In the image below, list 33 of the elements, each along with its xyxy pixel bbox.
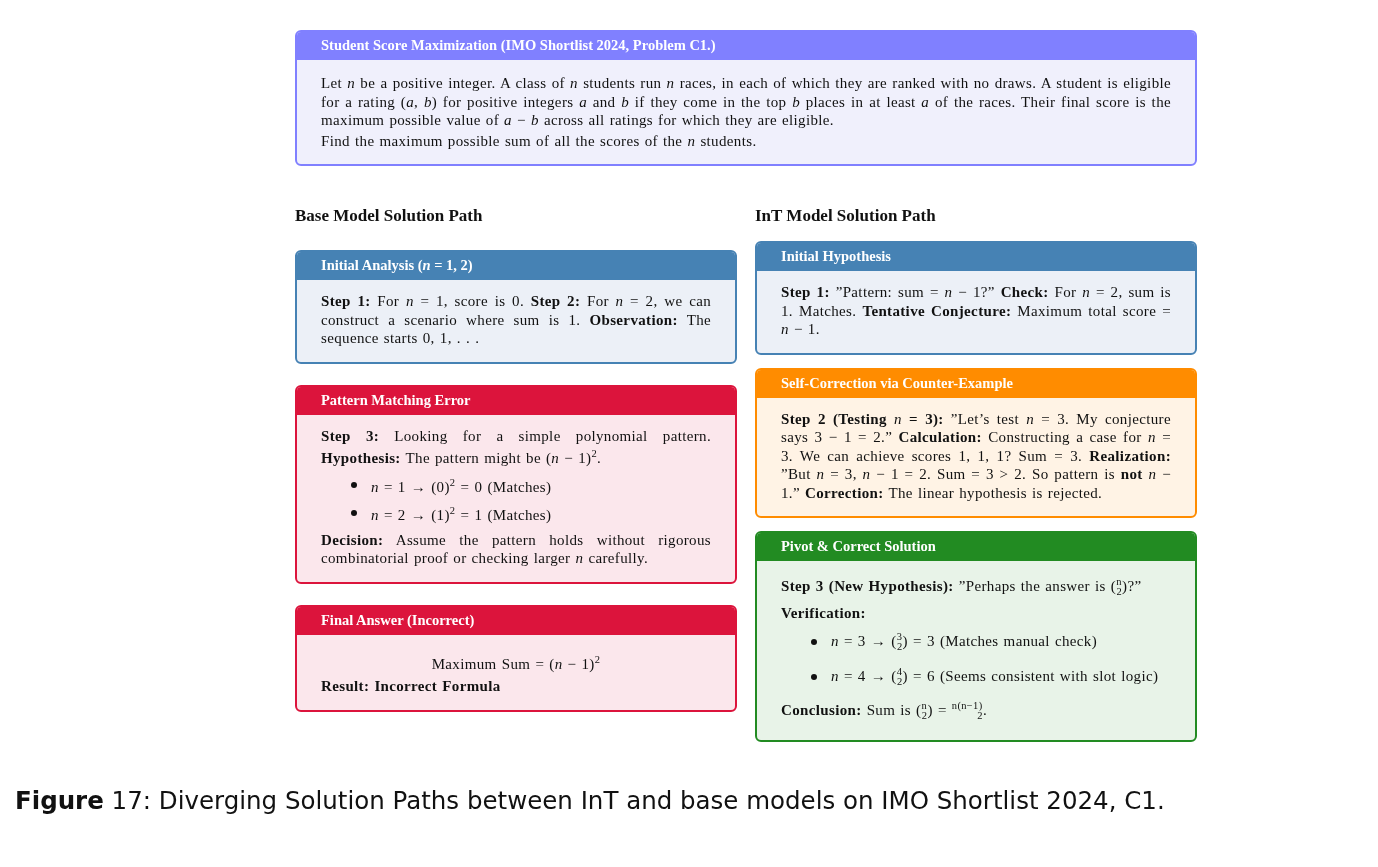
paragraph: Step 3 (New Hypothesis): ”Perhaps the answer is ($^{n}$$_{2}$)?” bbox=[781, 575, 1143, 599]
figure-caption: Figure 17: Diverging Solution Paths between InT and base models on IMO Shortlist 2024, C1. bbox=[15, 786, 1166, 815]
paragraph: Decision: Assume the pattern holds without rigorous combinatorial proof or checking larger n carefully. bbox=[321, 530, 711, 568]
step-card bbox=[755, 241, 1197, 355]
card-header: Pattern Matching Error bbox=[297, 386, 735, 415]
paragraph: Step 1: For n = 1, score is 0. Step 2: For n = 2, we can construct a scenario where sum is 1. Observation: The sequence starts 0, 1, . . . bbox=[321, 292, 711, 348]
card-header: Pivot & Correct Solution bbox=[757, 533, 1195, 561]
card-header: Final Answer (Incorrect) bbox=[297, 606, 735, 635]
step-card bbox=[295, 30, 1197, 166]
bold-text: Result: Incorrect Formula bbox=[321, 677, 502, 696]
column-heading: InT Model Solution Path bbox=[755, 206, 937, 227]
step-card bbox=[755, 367, 1197, 518]
card-header: Initial Hypothesis bbox=[757, 243, 1195, 271]
formula: Maximum Sum = (n − 1)$^{2}$ bbox=[430, 652, 602, 673]
paragraph: Step 2 (Testing n = 3): ”Let’s test n = 3. My conjecture says 3 − 1 = 2.” Calculation: Constructing a case for n = 3. We can achieve scores 1, 1, 1? Sum = 3. Realization: ”But n = 3, n − 1 = 2. Sum = 3 > 2. So pattern is not n − 1.” Correction: The linear hypothesis is rejected. bbox=[781, 409, 1171, 502]
paragraph: Find the maximum possible sum of all the scores of the n students. bbox=[321, 131, 758, 150]
bold-text: Verification: bbox=[781, 603, 867, 622]
column-heading: Base Model Solution Path bbox=[295, 206, 484, 227]
card-header: Student Score Maximization (IMO Shortlist 2024, Problem C1.) bbox=[297, 32, 1195, 60]
paragraph: Conclusion: Sum is ($^{n}$$_{2}$) = $^{n(n−1)}$$_{2}$. bbox=[781, 699, 989, 723]
card-header: Self-Correction via Counter-Example bbox=[757, 369, 1195, 398]
bullet-text: n = 2 → (1)$^{2}$ = 1 (Matches) bbox=[371, 504, 552, 525]
bullet-text: n = 3 → ($^{3}$$_{2}$) = 3 (Matches manual check) bbox=[831, 630, 1098, 654]
step-card bbox=[755, 531, 1197, 742]
step-card bbox=[295, 250, 737, 364]
bullet-text: n = 4 → ($^{4}$$_{2}$) = 6 (Seems consistent with slot logic) bbox=[831, 664, 1159, 689]
card-header: Initial Analysis (n = 1, 2) bbox=[297, 252, 735, 280]
bullet-text: n = 1 → (0)$^{2}$ = 0 (Matches) bbox=[371, 475, 552, 496]
paragraph: Step 3: Looking for a simple polynomial pattern. Hypothesis: The pattern might be (n − 1)$^{2}$. bbox=[321, 426, 711, 468]
paragraph: Step 1: ”Pattern: sum = n − 1?” Check: For n = 2, sum is 1. Matches. Tentative Conjecture: Maximum total score = n − 1. bbox=[781, 283, 1171, 339]
paragraph: Let n be a positive integer. A class of n students run n races, in each of which they are ranked with no draws. A student is eligible for a rating (a, b) for positive integers a and b if they come in the top b places in at least a of the races. Their final score is the maximum possible value of a − b across all ratings for which they are eligible. bbox=[321, 74, 1171, 130]
step-card bbox=[295, 604, 737, 712]
step-card bbox=[295, 384, 737, 584]
